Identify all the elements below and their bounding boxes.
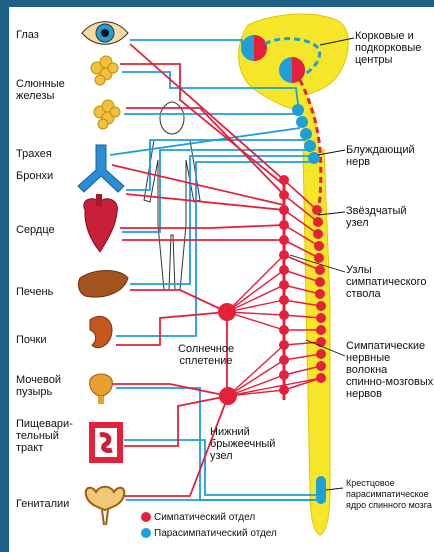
legend-sympathetic-marker xyxy=(141,512,151,522)
bladder-icon xyxy=(90,374,113,404)
label-bladder: Мочевой пузырь xyxy=(16,374,61,398)
heart-icon xyxy=(84,194,118,252)
brainstem-nucleus xyxy=(300,128,312,140)
legend-parasympathetic: Парасимпатический отдел xyxy=(154,528,277,540)
sacral-nucleus xyxy=(316,476,326,504)
brainstem-nucleus xyxy=(296,116,308,128)
label-stellate-ganglion: Звёздчатый узел xyxy=(346,205,407,229)
label-solar-plexus: Солнечное сплетение xyxy=(178,343,234,367)
label-trunk-ganglia: Узлы симпатического ствола xyxy=(346,264,427,300)
label-kidneys: Почки xyxy=(16,334,46,346)
label-eye: Глаз xyxy=(16,29,39,41)
intestine-icon xyxy=(92,425,120,460)
genitals-icon xyxy=(86,487,125,525)
liver-icon xyxy=(78,271,128,298)
kidney-icon xyxy=(90,316,112,347)
label-bronchi: Бронхи xyxy=(16,170,53,182)
label-digestive-tract: Пищевари- тельный тракт xyxy=(16,418,73,454)
label-heart: Сердце xyxy=(16,224,55,236)
salivary-gland-icon xyxy=(91,56,120,129)
label-cortical-centers: Корковые и подкорковые центры xyxy=(355,30,421,66)
trachea-bronchi-icon xyxy=(78,145,124,192)
legend-sympathetic: Симпатический отдел xyxy=(154,512,255,524)
label-trachea: Трахея xyxy=(16,148,52,160)
label-inferior-mesenteric-ganglion: Нижний брыжеечный узел xyxy=(210,426,275,462)
legend-parasympathetic-marker xyxy=(141,528,151,538)
label-sacral-nucleus: Крестцовое парасимпатическое ядро спинно… xyxy=(346,478,432,511)
label-salivary-glands: Слюнные железы xyxy=(16,78,65,102)
label-sympathetic-fibers: Симпатические нервные волокна спинно-моз… xyxy=(346,340,434,400)
eye-icon xyxy=(82,22,128,45)
label-genitals: Гениталии xyxy=(16,498,69,510)
label-vagus-nerve: Блуждающий нерв xyxy=(346,144,415,168)
label-liver: Печень xyxy=(16,286,53,298)
